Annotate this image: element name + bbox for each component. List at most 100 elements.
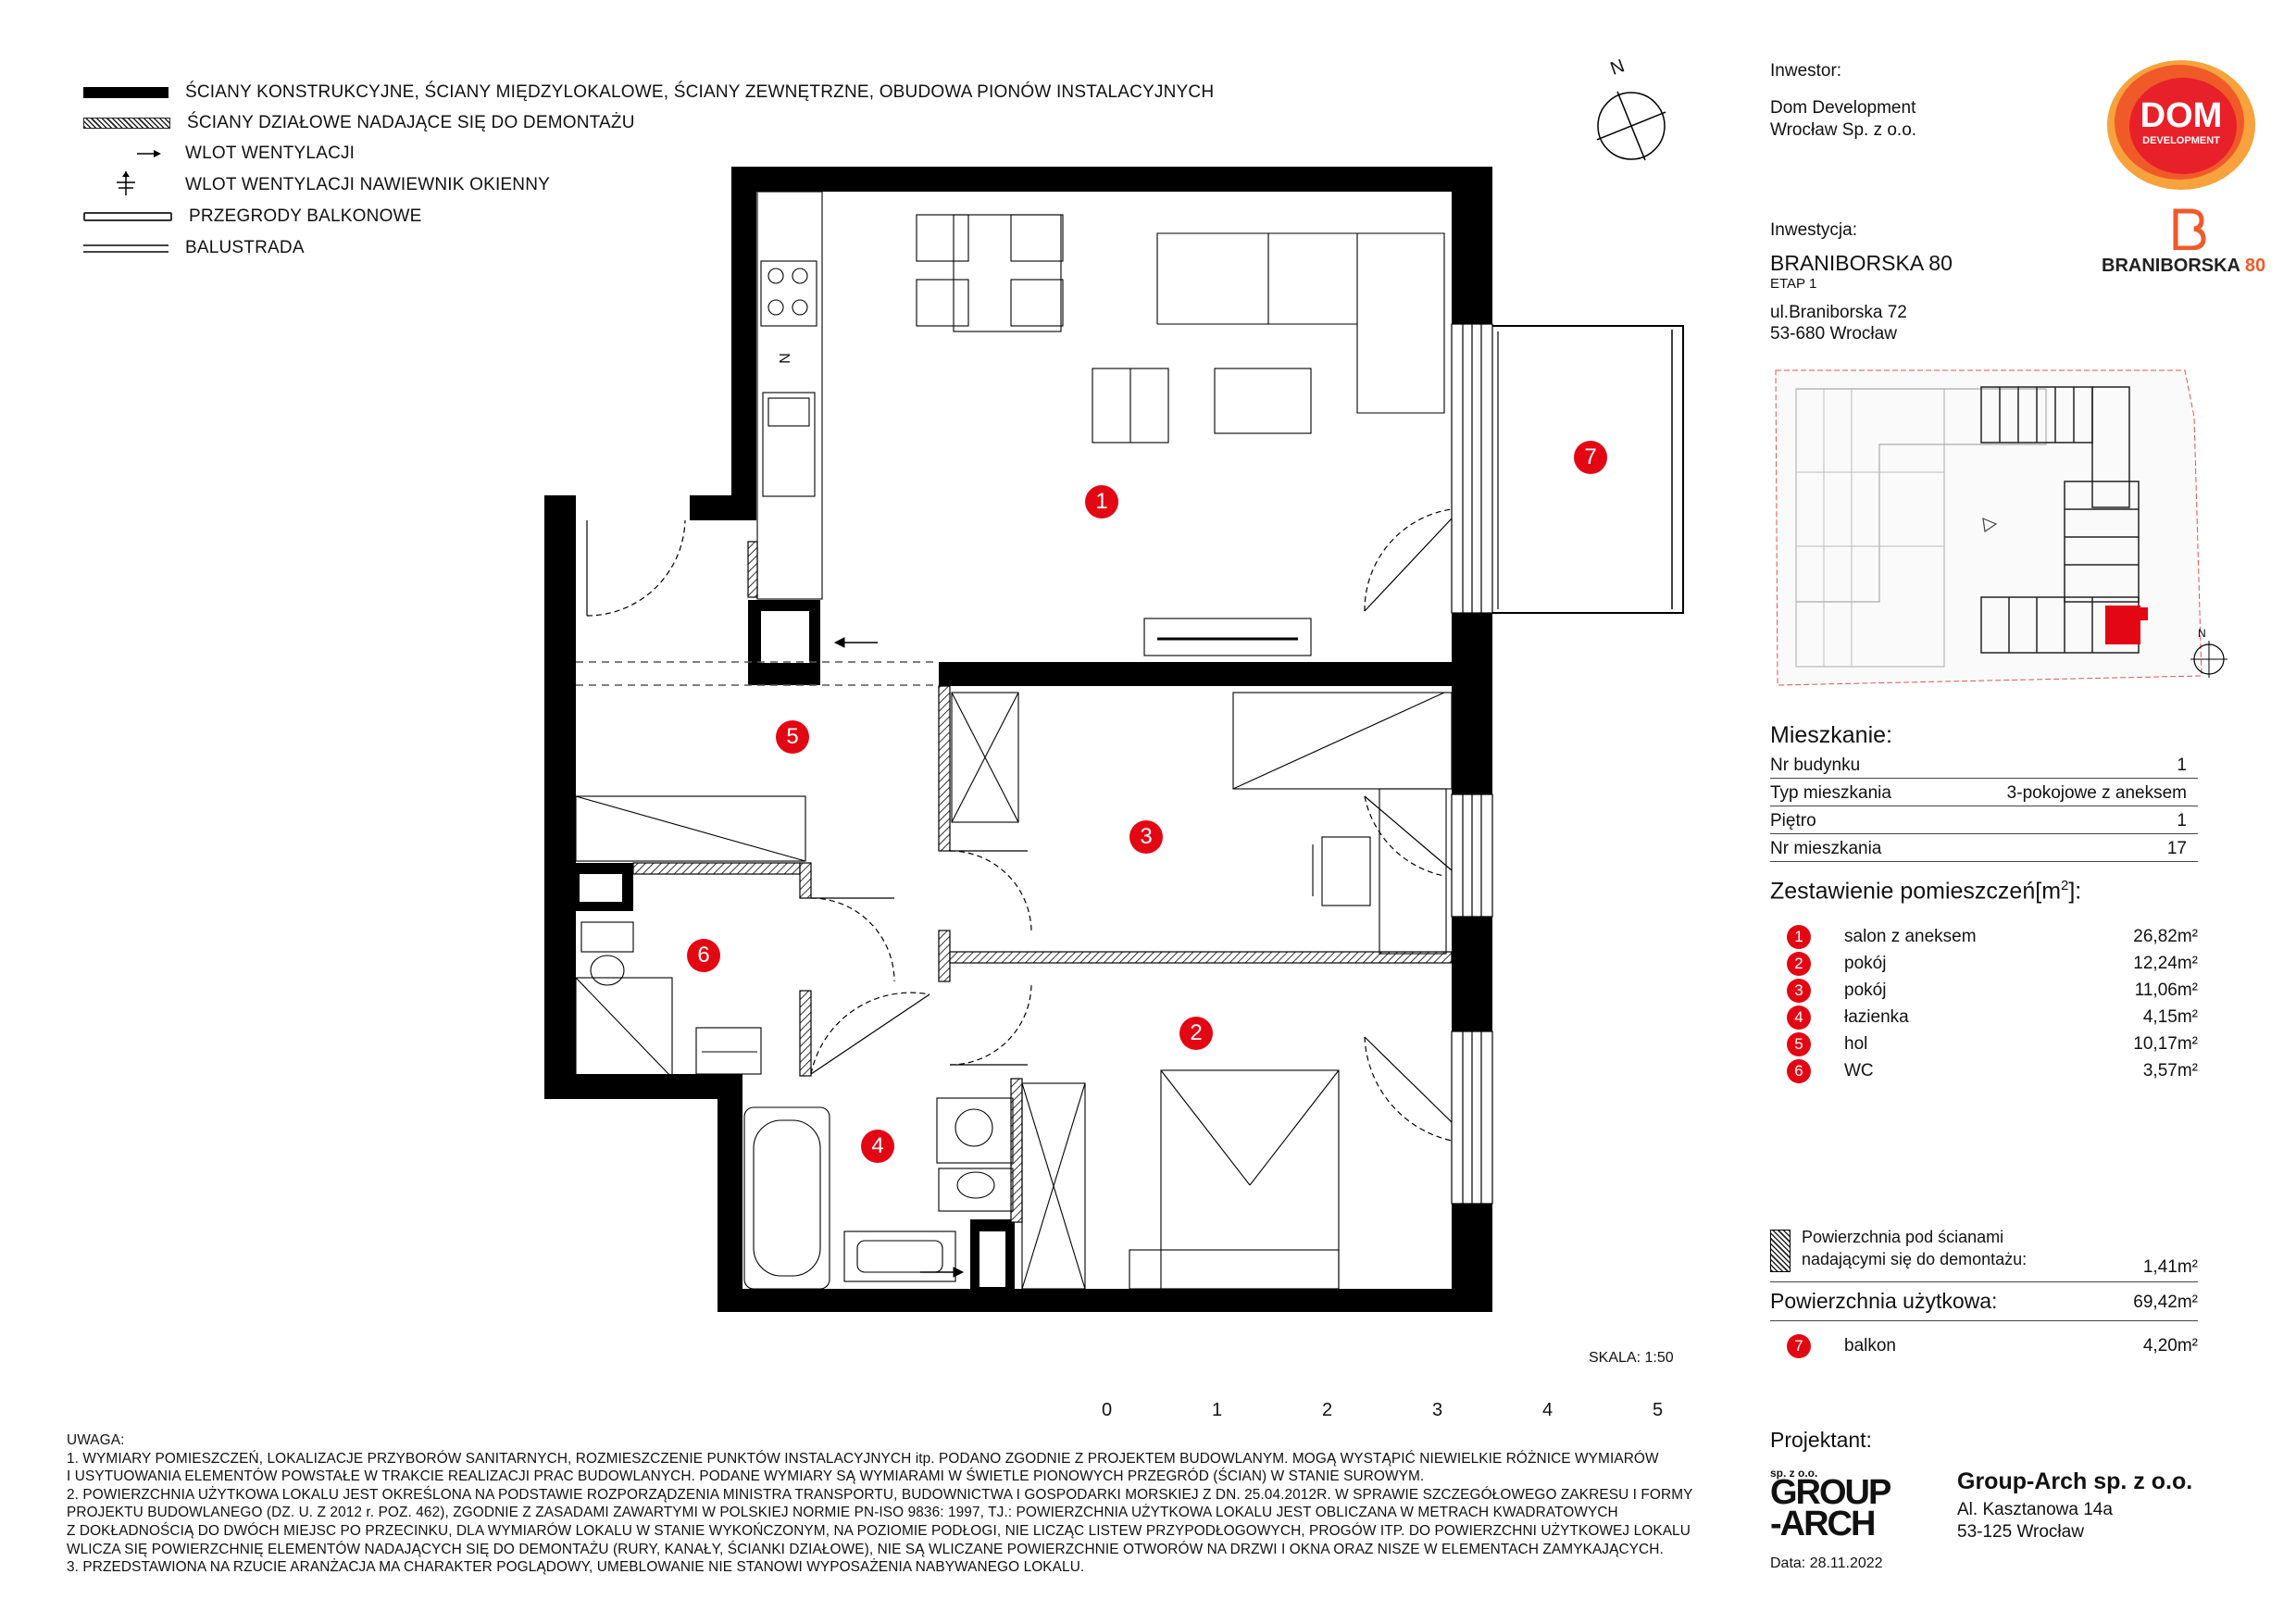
vent-arrow-icon: [83, 147, 168, 160]
room-area: 11,06m²: [2134, 981, 2198, 1000]
scale-tick: 4: [1542, 1400, 1554, 1420]
room-row: 2 pokój 12,24m²: [1787, 951, 2198, 977]
demount-hatch-icon: [1770, 1230, 1791, 1272]
dom-logo-sub: DEVELOPMENT: [2142, 135, 2220, 146]
scale-tick: 0: [1102, 1400, 1113, 1420]
scale-tick: 2: [1322, 1400, 1333, 1420]
scale-label: SKALA: 1:50: [1589, 1350, 1674, 1366]
room-badge: 7: [1787, 1334, 1811, 1358]
doors: [586, 508, 1453, 1142]
room-badge: 1: [1787, 925, 1811, 949]
partition-symbol-icon: [83, 118, 170, 129]
room-marker-3: 3: [1129, 820, 1163, 854]
braniborska-logo-word: BRANIBORSKA: [2102, 256, 2240, 276]
investor-name-2: Wrocław Sp. z o.o.: [1770, 120, 1917, 140]
balcony: [1492, 325, 1684, 614]
room-badge: 4: [1787, 1006, 1811, 1030]
partition-walls: [632, 541, 1453, 1223]
room-area: 12,24m²: [2133, 954, 2198, 973]
room-badge: 3: [1787, 979, 1811, 1003]
north-compass-icon: N: [1592, 56, 1676, 167]
legend-row-partitions: ŚCIANY DZIAŁOWE NADAJĄCE SIĘ DO DEMONTAŻ…: [83, 110, 635, 136]
braniborska-b-icon: [2173, 208, 2206, 250]
room-name: pokój: [1844, 954, 1887, 973]
room-name: balkon: [1844, 1336, 1896, 1355]
room-marker-7: 7: [1574, 441, 1607, 474]
investor-heading: Inwestor:: [1770, 61, 1842, 81]
site-key-plan: N: [1775, 369, 2227, 686]
legend-label: PRZEGRODY BALKONOWE: [189, 206, 422, 226]
designer-address-1: Al. Kasztanowa 14a: [1957, 1500, 2113, 1519]
rooms-heading-end: ]:: [2068, 878, 2082, 905]
window-vent-icon: [83, 171, 168, 195]
row-label: Typ mieszkania: [1770, 783, 1891, 803]
usable-area-row: Powierzchnia użytkowa: 69,42m²: [1770, 1289, 2198, 1314]
apartment-row: Typ mieszkania 3-pokojowe z aneksem: [1770, 783, 2198, 804]
room-name: łazienka: [1844, 1007, 1909, 1027]
wall-symbol-icon: [83, 87, 168, 98]
room-area: 4,15m²: [2142, 1007, 2198, 1027]
usable-area-label: Powierzchnia użytkowa:: [1770, 1289, 1998, 1313]
room-row: 5 hol 10,17m²: [1787, 1031, 2198, 1057]
row-label: Nr mieszkania: [1770, 839, 1882, 858]
notes-heading: UWAGA:: [67, 1432, 125, 1448]
room-badge: 6: [1787, 1059, 1811, 1083]
investment-heading: Inwestycja:: [1770, 220, 1857, 240]
legend-label: BALUSTRADA: [185, 238, 305, 257]
investment-name: BRANIBORSKA 80: [1770, 251, 1953, 275]
legend-row-walls: ŚCIANY KONSTRUKCYJNE, ŚCIANY MIĘDZYLOKAL…: [83, 80, 1214, 106]
room-badge: 2: [1787, 952, 1811, 976]
room-area: 26,82m²: [2133, 927, 2198, 946]
scale-tick: 3: [1432, 1400, 1443, 1420]
legend-row-window-vent: WLOT WENTYLACJI NAWIEWNIK OKIENNY: [83, 171, 551, 198]
legend-label: WLOT WENTYLACJI: [185, 144, 356, 163]
room-area: 4,20m²: [2142, 1336, 2198, 1355]
investment-stage: ETAP 1: [1770, 276, 1817, 292]
note-line: 2. POWIERZCHNIA UŻYTKOWA LOKALU JEST OKR…: [67, 1486, 1693, 1503]
room-marker-1: 1: [1085, 485, 1118, 518]
room-name: salon z aneksem: [1844, 927, 1977, 946]
note-line: 1. WYMIARY POMIESZCZEŃ, LOKALIZACJE PRZY…: [67, 1450, 1659, 1467]
group-arch-logo-line2: -ARCH: [1770, 1505, 1876, 1543]
braniborska-logo-num: 80: [2244, 256, 2266, 276]
room-row: 6 WC 3,57m²: [1787, 1058, 2198, 1084]
dom-development-logo: DOM DEVELOPMENT: [2105, 56, 2257, 194]
room-name: pokój: [1844, 981, 1887, 1000]
apartment-row: Nr mieszkania 17: [1770, 839, 2198, 859]
legend-label: WLOT WENTYLACJI NAWIEWNIK OKIENNY: [185, 175, 551, 194]
row-value: 17: [2166, 839, 2187, 858]
note-line: PROJEKTU BUDOWLANEGO (DZ. U. Z 2012 r. P…: [67, 1505, 1618, 1521]
scale-tick: 1: [1212, 1400, 1223, 1420]
row-value: 3-pokojowe z aneksem: [2006, 783, 2187, 803]
room-name: hol: [1844, 1034, 1868, 1054]
windows: [1451, 323, 1493, 1205]
room-marker-2: 2: [1179, 1017, 1213, 1050]
rooms-heading-sup: 2: [2061, 878, 2069, 893]
demount-line-1: Powierzchnia pod ścianami: [1802, 1228, 2004, 1246]
demount-value: 1,41m²: [2142, 1257, 2198, 1277]
usable-area-value: 69,42m²: [2133, 1293, 2198, 1312]
designer-heading: Projektant:: [1770, 1428, 1872, 1452]
row-label: Piętro: [1770, 811, 1816, 831]
room-row: 4 łazienka 4,15m²: [1787, 1005, 2198, 1031]
demount-line-2: nadającymi się do demontażu:: [1802, 1250, 2028, 1268]
furniture: [575, 191, 1453, 1290]
investor-name-1: Dom Development: [1770, 98, 1916, 118]
room-marker-6: 6: [687, 939, 720, 972]
room-row: 1 salon z aneksem 26,82m²: [1787, 924, 2198, 950]
investment-address-2: 53-680 Wrocław: [1770, 324, 1897, 344]
rooms-heading: Zestawienie pomieszczeń[m2]:: [1770, 878, 2081, 905]
row-value: 1: [2177, 756, 2187, 775]
room-marker-4: 4: [861, 1130, 894, 1163]
legend-label: ŚCIANY DZIAŁOWE NADAJĄCE SIĘ DO DEMONTAŻ…: [187, 113, 635, 132]
legend-label: ŚCIANY KONSTRUKCYJNE, ŚCIANY MIĘDZYLOKAL…: [185, 82, 1215, 102]
room-badge: 5: [1787, 1032, 1811, 1056]
note-line: WLICZA SIĘ POWIERZCHNIĘ ELEMENTÓW NADAJĄ…: [67, 1541, 1664, 1557]
row-label: Nr budynku: [1770, 756, 1861, 775]
floor-plan: [544, 167, 1684, 1312]
group-arch-logo-line1: GROUP: [1770, 1473, 1891, 1512]
room-name: WC: [1844, 1061, 1874, 1081]
scale-tick: 5: [1653, 1400, 1664, 1420]
group-arch-logo-small: sp. z o.o.: [1770, 1467, 1818, 1480]
